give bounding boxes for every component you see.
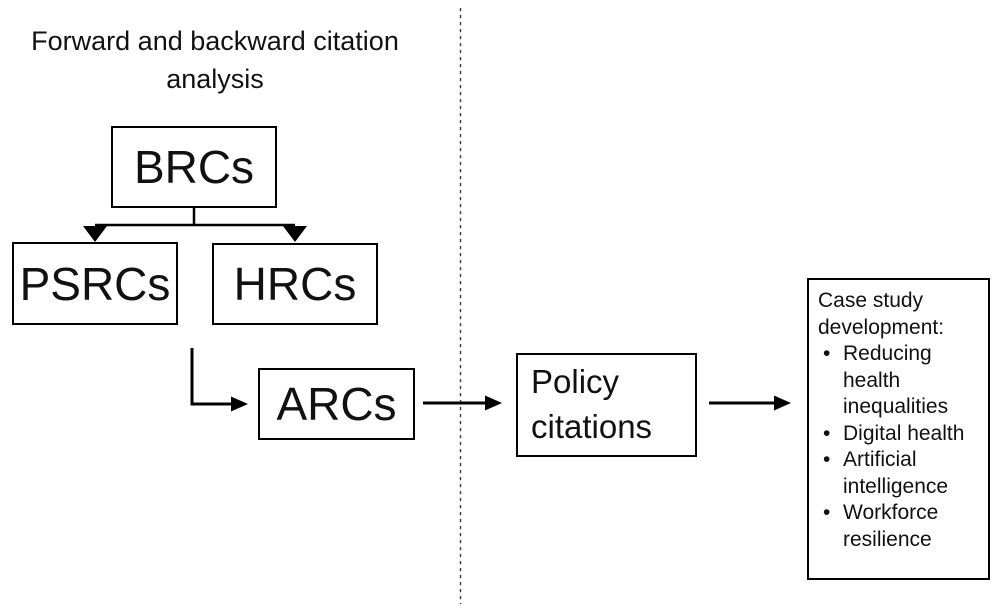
brcs-branch-connector	[95, 208, 295, 227]
node-psrcs-label: PSRCs	[19, 257, 171, 310]
diagram-title-line2: analysis	[166, 64, 264, 94]
right-arrowhead-policy	[485, 395, 502, 411]
case-study-heading: Case study development:	[818, 289, 945, 339]
diagram-title: Forward and backward citation analysis	[0, 22, 430, 98]
node-hrcs: HRCs	[212, 243, 378, 325]
down-arrowhead-psrcs	[83, 226, 107, 242]
node-policy-citations-label: Policy citations	[531, 363, 653, 445]
node-policy-citations: Policy citations	[516, 353, 697, 457]
case-study-bullet: Reducing health inequalities	[818, 341, 980, 421]
down-arrowhead-hrcs	[283, 226, 307, 242]
node-case-study: Case study development: Reducing health …	[807, 278, 990, 580]
node-brcs: BRCs	[111, 126, 277, 208]
case-study-bullet: Digital health	[818, 421, 980, 448]
node-arcs-label: ARCs	[276, 378, 397, 430]
elbow-arrow-to-arcs	[190, 348, 231, 406]
node-hrcs-label: HRCs	[233, 258, 357, 310]
case-study-bullet: Artificial intelligence	[818, 447, 980, 500]
right-arrowhead-arcs	[231, 396, 248, 412]
case-study-bullet: Workforce resilience	[818, 500, 980, 553]
node-arcs: ARCs	[258, 368, 415, 440]
node-psrcs: PSRCs	[12, 242, 178, 325]
diagram-title-line1: Forward and backward citation	[31, 26, 399, 56]
right-arrowhead-case	[774, 395, 791, 411]
node-brcs-label: BRCs	[133, 141, 255, 193]
case-study-bullet-list: Reducing health inequalities Digital hea…	[818, 341, 980, 553]
